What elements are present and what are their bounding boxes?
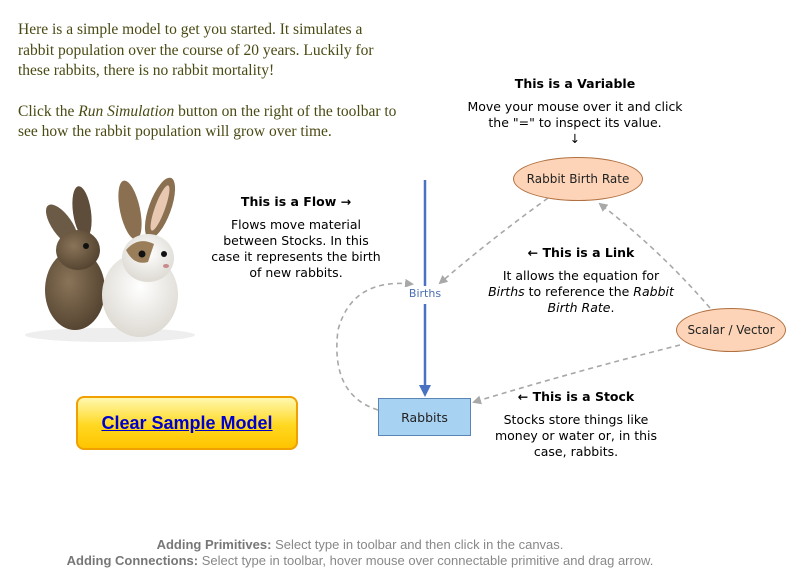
variable-line-2: the "=" to inspect its value. — [488, 115, 662, 130]
flow-heading: This is a Flow → — [240, 194, 352, 209]
footer-line-2: Adding Connections: Select type in toolb… — [66, 553, 654, 568]
births-flow-label[interactable]: Births — [402, 287, 448, 300]
variable-annotation: This is a Variable Move your mouse over … — [455, 76, 695, 147]
flow-annotation: This is a Flow → Flows move material bet… — [208, 194, 384, 281]
link-body: It allows the equation for Births to ref… — [488, 268, 674, 315]
variable-line-1: Move your mouse over it and click — [467, 99, 683, 114]
stock-heading: ← This is a Stock — [517, 389, 635, 404]
rabbit-birth-rate-variable[interactable]: Rabbit Birth Rate — [513, 157, 643, 201]
link-scalar-to-birth-rate — [598, 202, 711, 309]
down-arrow-icon: ↓ — [569, 131, 581, 146]
stock-annotation: ← This is a Stock Stocks store things li… — [486, 389, 666, 460]
clear-sample-model-button[interactable]: Clear Sample Model — [76, 396, 298, 450]
stock-body: Stocks store things like money or water … — [494, 412, 658, 459]
footer-line-1: Adding Primitives: Select type in toolba… — [156, 537, 564, 552]
intro-text: Here is a simple model to get you starte… — [18, 20, 398, 163]
intro-paragraph-1: Here is a simple model to get you starte… — [18, 21, 374, 79]
link-rabbits-to-births — [336, 278, 414, 411]
variable-heading: This is a Variable — [514, 76, 636, 91]
intro-paragraph-2: Click the Run Simulation button on the r… — [18, 102, 397, 141]
scalar-vector-variable[interactable]: Scalar / Vector — [676, 308, 786, 352]
link-heading: ← This is a Link — [527, 245, 635, 260]
rabbits-image — [25, 177, 195, 342]
flow-body: Flows move material between Stocks. In t… — [211, 217, 381, 280]
link-annotation: ← This is a Link It allows the equation … — [488, 245, 674, 316]
rabbits-stock[interactable]: Rabbits — [378, 398, 471, 436]
